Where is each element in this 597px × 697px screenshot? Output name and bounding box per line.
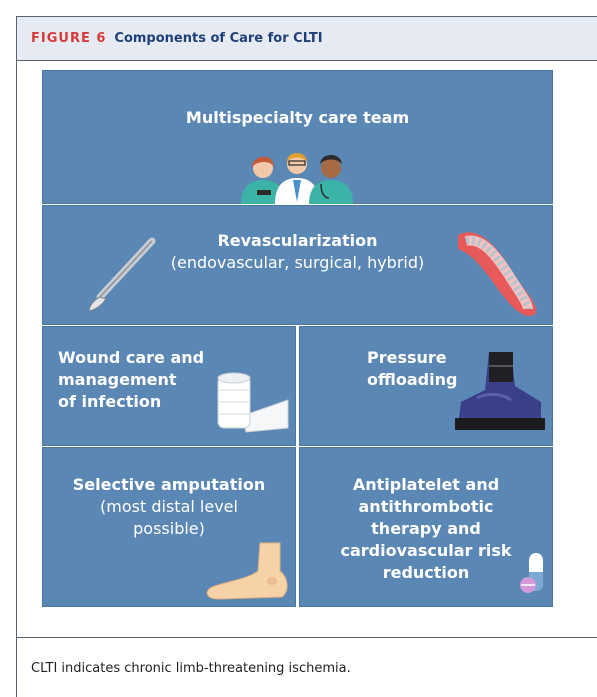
pills-icon (520, 553, 543, 593)
pressure-line-1: Pressure (367, 348, 447, 367)
panel-antiplatelet-therapy: Antiplatelet and antithrombotic therapy … (299, 447, 553, 607)
pressure-line-2: offloading (367, 370, 458, 389)
antiplatelet-line-1: Antiplatelet and (352, 475, 500, 494)
panel-pressure-offloading: Pressure offloading (299, 326, 553, 446)
bandage-roll-icon (217, 372, 289, 433)
revasc-title: Revascularization (217, 231, 378, 250)
panel-wound-care: Wound care and management of infection (42, 326, 296, 446)
antiplatelet-line-4: cardiovascular risk (340, 541, 512, 560)
amputation-sub-1: (most distal level (100, 497, 238, 516)
figure-label: FIGURE 6 (31, 31, 107, 46)
antiplatelet-line-5: reduction (382, 563, 470, 582)
figure-caption: CLTI indicates chronic limb-threatening … (31, 661, 351, 676)
panel-selective-amputation: Selective amputation (most distal level … (42, 447, 296, 607)
offloading-boot-icon (455, 352, 545, 430)
scalpel-icon (89, 237, 156, 312)
wound-line-3: of infection (58, 392, 162, 411)
figure-frame: FIGURE 6 Components of Care for CLTI CLT… (16, 16, 597, 697)
care-team-icon (241, 153, 353, 204)
revasc-subtitle: (endovascular, surgical, hybrid) (170, 253, 425, 272)
stent-artery-icon (458, 232, 537, 317)
amputation-sub-2: possible) (133, 519, 205, 538)
figure-title: Components of Care for CLTI (114, 31, 323, 46)
figure-header: FIGURE 6 Components of Care for CLTI (17, 17, 597, 61)
panel-care-team: Multispecialty care team (42, 70, 553, 204)
wound-line-1: Wound care and (58, 348, 205, 367)
foot-icon (206, 542, 288, 600)
panel-revascularization: Revascularization (endovascular, surgica… (42, 205, 553, 325)
caption-divider (17, 637, 597, 638)
antiplatelet-line-3: therapy and (371, 519, 481, 538)
wound-line-2: management (58, 370, 177, 389)
care-team-title: Multispecialty care team (185, 108, 410, 127)
amputation-title: Selective amputation (72, 475, 266, 494)
antiplatelet-line-2: antithrombotic (358, 497, 494, 516)
